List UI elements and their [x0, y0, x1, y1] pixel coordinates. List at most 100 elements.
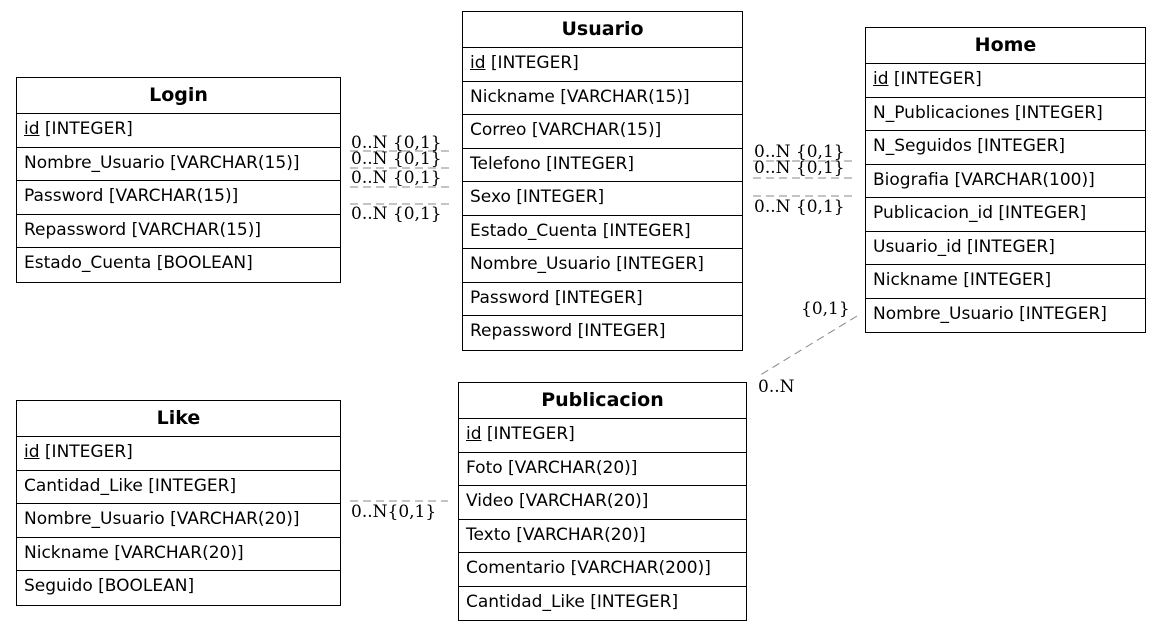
entity-title: Login — [17, 78, 340, 114]
attribute-row: id [INTEGER] — [463, 48, 742, 82]
attribute-name: Estado_Cuenta — [24, 253, 152, 273]
attribute-row: N_Publicaciones [INTEGER] — [866, 98, 1145, 131]
attribute-row: id [INTEGER] — [17, 437, 340, 471]
attribute-row: Nombre_Usuario [INTEGER] — [463, 249, 742, 283]
attribute-name: Seguido — [24, 576, 93, 596]
attribute-row: Sexo [INTEGER] — [463, 182, 742, 216]
cardinality-label: 0..N {0,1} — [351, 133, 442, 153]
attribute-type: [INTEGER] — [148, 475, 237, 496]
attribute-name: Publicacion_id — [873, 203, 993, 223]
attribute-type: [VARCHAR(15)] — [131, 219, 262, 240]
relationship-home-publicacion: {0,1} 0..N — [756, 299, 858, 397]
attribute-row: Password [VARCHAR(15)] — [17, 181, 340, 215]
attribute-type: [VARCHAR(15)] — [560, 86, 690, 107]
attribute-type: [INTEGER] — [1014, 102, 1103, 123]
attribute-row: Biografia [VARCHAR(100)] — [866, 165, 1145, 198]
attribute-row: Nickname [VARCHAR(20)] — [17, 538, 340, 571]
attribute-row: Correo [VARCHAR(15)] — [463, 115, 742, 149]
entity-like[interactable]: Like id [INTEGER]Cantidad_Like [INTEGER]… — [16, 400, 341, 606]
attribute-row: Publicacion_id [INTEGER] — [866, 198, 1145, 232]
primary-key-name: id — [873, 69, 889, 89]
cardinality-label: 0..N {0,1} — [754, 197, 845, 217]
attribute-row: Foto [VARCHAR(20)] — [459, 453, 746, 486]
attribute-type: [INTEGER] — [967, 236, 1055, 257]
attribute-type: [INTEGER] — [998, 203, 1087, 223]
attribute-type: [INTEGER] — [1019, 303, 1107, 324]
attribute-name: Biografia — [873, 169, 950, 190]
cardinality-label: 0..N {0,1} — [351, 149, 442, 169]
attribute-type: [VARCHAR(20)] — [519, 491, 649, 511]
attribute-name: Video — [466, 491, 514, 511]
cardinality-label: 0..N {0,1} — [754, 158, 845, 178]
attribute-type: [BOOLEAN] — [156, 253, 253, 273]
attribute-row: id [INTEGER] — [459, 419, 746, 453]
cardinality-label: 0..N {0,1} — [351, 204, 442, 224]
attribute-type: [INTEGER] — [44, 119, 133, 139]
relationship-like-publicacion: 0..N{0,1} — [350, 500, 448, 522]
primary-key-name: id — [466, 424, 482, 444]
attribute-type: [INTEGER] — [516, 187, 605, 207]
attribute-name: Nickname — [470, 86, 555, 107]
attribute-row: Usuario_id [INTEGER] — [866, 232, 1145, 265]
attribute-name: N_Seguidos — [873, 136, 972, 156]
primary-key-name: id — [24, 119, 40, 139]
attribute-type: [BOOLEAN] — [98, 576, 195, 596]
primary-key-name: id — [24, 442, 40, 462]
attribute-row: Nickname [INTEGER] — [866, 265, 1145, 299]
attribute-name: Nickname — [873, 270, 958, 290]
attribute-row: Cantidad_Like [INTEGER] — [459, 587, 746, 621]
attribute-type: [INTEGER] — [590, 591, 679, 612]
attribute-row: id [INTEGER] — [866, 64, 1145, 98]
attribute-type: [VARCHAR(15)] — [108, 186, 239, 206]
attribute-row: Comentario [VARCHAR(200)] — [459, 553, 746, 587]
relationship-line — [756, 315, 858, 378]
attribute-type: [INTEGER] — [486, 424, 575, 444]
attribute-type: [INTEGER] — [577, 321, 666, 341]
entity-publicacion[interactable]: Publicacion id [INTEGER]Foto [VARCHAR(20… — [458, 382, 747, 621]
attribute-name: Nickname — [24, 542, 109, 563]
entity-login[interactable]: Login id [INTEGER]Nombre_Usuario [VARCHA… — [16, 77, 341, 283]
attribute-list: id [INTEGER]Nombre_Usuario [VARCHAR(15)]… — [17, 114, 340, 282]
attribute-type: [VARCHAR(15)] — [531, 120, 662, 140]
attribute-name: Nombre_Usuario — [470, 254, 611, 274]
attribute-name: Cantidad_Like — [24, 475, 143, 496]
attribute-name: Repassword — [24, 219, 127, 240]
cardinality-label: 0..N {0,1} — [351, 168, 442, 188]
attribute-type: [VARCHAR(200)] — [570, 558, 711, 578]
attribute-name: Nombre_Usuario — [873, 303, 1014, 324]
entity-home[interactable]: Home id [INTEGER]N_Publicaciones [INTEGE… — [865, 27, 1146, 333]
attribute-row: Nickname [VARCHAR(15)] — [463, 82, 742, 115]
attribute-name: N_Publicaciones — [873, 102, 1010, 123]
attribute-row: Telefono [INTEGER] — [463, 149, 742, 182]
attribute-type: [VARCHAR(20)] — [114, 542, 244, 563]
attribute-row: Estado_Cuenta [BOOLEAN] — [17, 248, 340, 282]
attribute-name: Telefono — [470, 153, 541, 174]
attribute-row: Nombre_Usuario [VARCHAR(15)] — [17, 148, 340, 181]
attribute-name: Password — [470, 287, 550, 308]
attribute-type: [VARCHAR(15)] — [170, 152, 300, 173]
attribute-name: Correo — [470, 120, 527, 140]
attribute-name: Texto — [466, 524, 511, 545]
attribute-type: [VARCHAR(20)] — [170, 509, 300, 529]
attribute-name: Cantidad_Like — [466, 591, 585, 612]
attribute-type: [INTEGER] — [602, 220, 691, 241]
attribute-name: Comentario — [466, 558, 566, 578]
attribute-type: [INTEGER] — [963, 270, 1052, 290]
entity-usuario[interactable]: Usuario id [INTEGER]Nickname [VARCHAR(15… — [462, 11, 743, 351]
attribute-name: Usuario_id — [873, 236, 962, 257]
attribute-list: id [INTEGER] Cantidad_Like [INTEGER] Nombr… — [17, 437, 340, 605]
attribute-row: Nombre_Usuario [VARCHAR(20)] — [17, 504, 340, 538]
attribute-row: Repassword [VARCHAR(15)] — [17, 215, 340, 248]
primary-key-name: id — [470, 53, 486, 73]
attribute-row: N_Seguidos [INTEGER] — [866, 131, 1145, 165]
attribute-type: [INTEGER] — [893, 69, 982, 89]
attribute-type: [VARCHAR(20)] — [516, 524, 646, 545]
attribute-name: Password — [24, 186, 104, 206]
cardinality-label: {0,1} — [801, 299, 850, 319]
attribute-type: [VARCHAR(100)] — [954, 169, 1095, 190]
attribute-row: Nombre_Usuario [INTEGER] — [866, 299, 1145, 333]
attribute-row: Password [INTEGER] — [463, 283, 742, 316]
attribute-row: id [INTEGER] — [17, 114, 340, 148]
attribute-name: Estado_Cuenta — [470, 220, 598, 241]
